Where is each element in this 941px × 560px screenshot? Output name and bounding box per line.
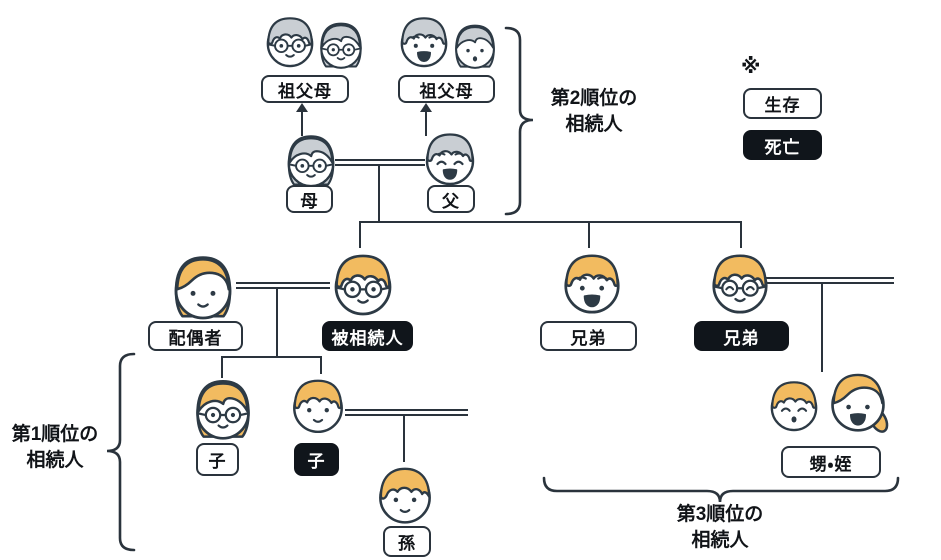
sibling-deceased-avatar	[708, 246, 772, 319]
father-label: 父	[442, 191, 460, 211]
sibling-deceased-label: 兄弟	[723, 328, 760, 348]
mother-label: 母	[300, 191, 319, 211]
descent-line-parents	[378, 164, 380, 222]
nephew-avatar	[767, 374, 821, 436]
decedent-tag: 被相続人	[322, 321, 413, 351]
second-order-bracket	[504, 26, 536, 216]
legend-deceased-tag: 死亡	[743, 130, 822, 160]
nephew-niece-label: 甥・姪	[809, 454, 853, 474]
third-order-caption: 第3順位の 相続人	[650, 502, 790, 554]
drop-line-child-alive	[221, 356, 223, 378]
maternal-grandparents-label: 祖父母	[278, 81, 332, 101]
grandchild-label: 孫	[398, 534, 416, 553]
drop-line-nephew-niece	[821, 284, 823, 372]
maternal-grandfather-avatar	[263, 10, 317, 72]
legend-alive-label: 生存	[764, 96, 801, 115]
grandchild-tag: 孫	[383, 526, 431, 557]
decedent-label: 被相続人	[331, 328, 404, 348]
child-alive-avatar	[192, 374, 254, 445]
marriage-line-child-deceased	[345, 409, 468, 416]
second-order-caption: 第2順位の 相続人	[540, 86, 648, 138]
marriage-line-spouse-decedent	[236, 282, 330, 289]
nephew-niece-tag: 甥・姪	[781, 446, 881, 478]
sibling-alive-label: 兄弟	[570, 328, 607, 348]
first-order-caption-line1: 第1順位の	[11, 424, 99, 445]
child-deceased-tag: 子	[294, 443, 339, 476]
sibling-alive-avatar	[560, 246, 624, 319]
drop-line-grandchild	[403, 416, 405, 462]
drop-line-decedent	[359, 221, 361, 248]
drop-line-sibling-deceased	[740, 221, 742, 248]
decedent-avatar	[330, 246, 396, 321]
grandchild-avatar	[375, 460, 435, 529]
spouse-tag: 配偶者	[148, 321, 243, 351]
child-deceased-label: 子	[307, 452, 326, 471]
spouse-label: 配偶者	[168, 328, 223, 348]
child-alive-tag: 子	[196, 443, 239, 476]
mother-avatar	[284, 130, 338, 192]
sibling-deceased-tag: 兄弟	[694, 321, 789, 351]
child-alive-label: 子	[208, 452, 227, 471]
third-order-bracket	[542, 476, 900, 506]
drop-line-child-deceased	[320, 356, 322, 374]
first-order-caption: 第1順位の 相続人	[5, 422, 105, 474]
first-order-caption-line2: 相続人	[26, 450, 84, 471]
legend-alive-tag: 生存	[743, 88, 822, 119]
third-order-caption-line2: 相続人	[691, 530, 749, 551]
niece-avatar	[827, 366, 889, 437]
child-deceased-avatar	[289, 372, 347, 438]
legend-deceased-label: 死亡	[764, 137, 801, 157]
arrow-up-to-paternal-grandparents-icon	[420, 103, 432, 112]
maternal-grandmother-avatar	[317, 18, 365, 73]
arrow-line-paternal	[425, 111, 427, 136]
father-avatar	[422, 126, 478, 190]
arrow-up-to-maternal-grandparents-icon	[296, 103, 308, 112]
spouse-avatar	[170, 250, 236, 325]
marriage-line-parents	[335, 159, 425, 166]
marriage-line-sibling-deceased	[766, 277, 894, 284]
third-order-caption-line1: 第3順位の	[676, 504, 764, 525]
children-generation-line	[221, 356, 322, 358]
descent-line-decedent	[276, 289, 278, 357]
paternal-grandparents-tag: 祖父母	[398, 75, 495, 103]
arrow-line-maternal	[301, 111, 303, 136]
second-order-caption-line1: 第2順位の	[550, 88, 638, 109]
sibling-generation-line	[359, 221, 742, 223]
mother-tag: 母	[286, 185, 333, 213]
drop-line-sibling-alive	[588, 221, 590, 248]
first-order-bracket	[103, 352, 137, 552]
legend-note-mark: ※	[741, 56, 761, 78]
paternal-grandfather-avatar	[397, 10, 451, 72]
paternal-grandparents-label: 祖父母	[419, 81, 474, 101]
maternal-grandparents-tag: 祖父母	[261, 75, 349, 103]
second-order-caption-line2: 相続人	[565, 114, 623, 135]
father-tag: 父	[427, 185, 475, 213]
sibling-alive-tag: 兄弟	[540, 321, 637, 351]
paternal-grandmother-avatar	[452, 20, 498, 73]
